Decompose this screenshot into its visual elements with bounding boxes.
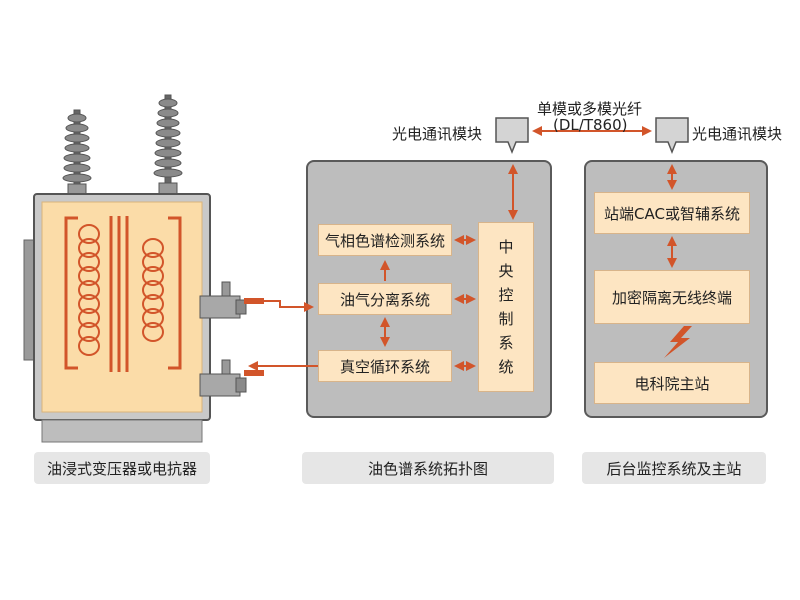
gas-chromatography-box: 气相色谱检测系统 <box>318 224 452 256</box>
backend-module-label: 光电通讯模块 <box>692 125 783 143</box>
wireless-terminal-box: 加密隔离无线终端 <box>594 270 750 324</box>
central-control-char: 系 <box>498 334 514 352</box>
central-control-char: 制 <box>498 310 514 328</box>
central-control-char: 央 <box>498 262 514 280</box>
fiber-standard: (DL/T860) <box>553 116 628 134</box>
backend-caption: 后台监控系统及主站 <box>582 452 766 484</box>
valve-lower <box>199 359 264 397</box>
central-control-char: 中 <box>498 238 514 256</box>
transformer-core <box>64 216 182 372</box>
winding-right <box>142 238 164 342</box>
bushing-left <box>62 109 92 197</box>
fiber-title: 单模或多模光纤 <box>537 100 643 118</box>
transformer-base <box>41 419 203 443</box>
transformer-caption: 油浸式变压器或电抗器 <box>34 452 210 484</box>
topology-module-label: 光电通讯模块 <box>392 125 483 143</box>
central-control-box: 中 央 控 制 系 统 <box>478 222 534 392</box>
central-control-char: 控 <box>498 286 514 304</box>
comm-module-icon <box>495 117 529 155</box>
central-control-char: 统 <box>498 358 514 376</box>
valve-upper <box>199 281 264 319</box>
oil-gas-separation-box: 油气分离系统 <box>318 283 452 315</box>
bushing-right <box>153 94 183 196</box>
transformer-core-area <box>41 201 203 413</box>
lightning-icon <box>664 326 692 358</box>
winding-left <box>78 224 100 356</box>
station-cac-box: 站端CAC或智辅系统 <box>594 192 750 234</box>
comm-module-icon <box>655 117 689 155</box>
topology-caption: 油色谱系统拓扑图 <box>302 452 554 484</box>
transformer-to-separation-arrow <box>264 300 314 312</box>
vacuum-circulation-box: 真空循环系统 <box>318 350 452 382</box>
master-station-box: 电科院主站 <box>594 362 750 404</box>
